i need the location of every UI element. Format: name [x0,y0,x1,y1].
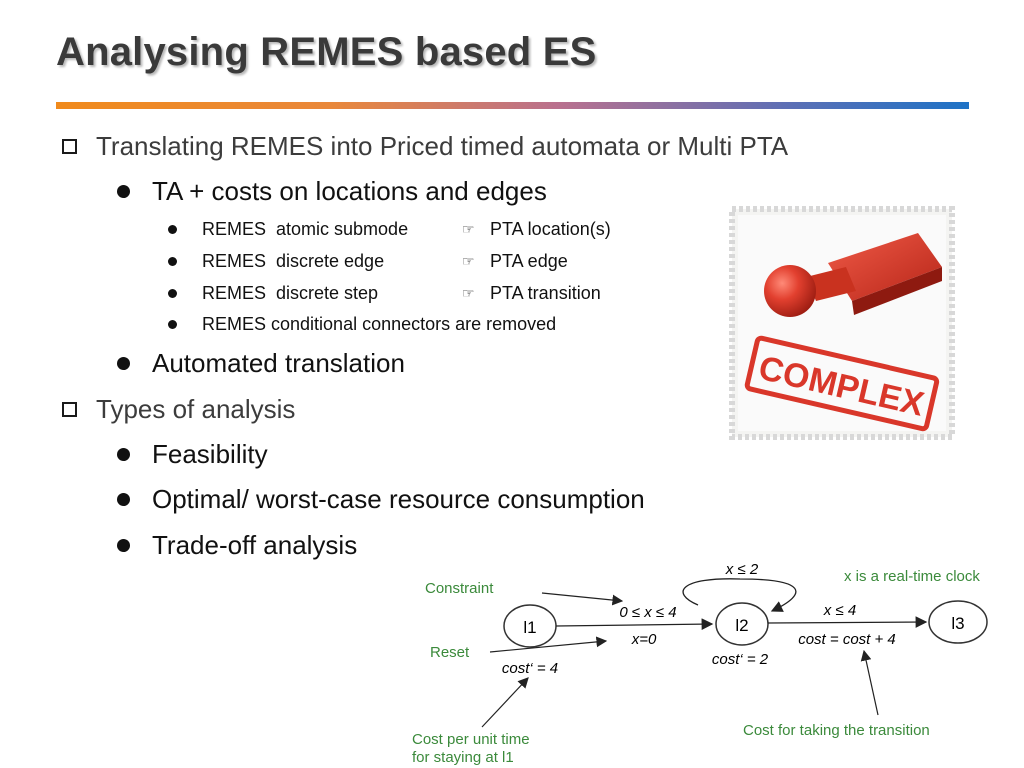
reset-l1-l2: x=0 [631,631,657,648]
annotation-clock: x is a real-time clock [844,568,980,585]
annotation-constraint: Constraint [425,580,494,597]
small-bullet-icon [168,288,177,298]
complex-stamp-image: COMPLEX [729,206,955,440]
bullet-text: REMES conditional connectors are removed [202,313,557,334]
mapping-source: REMES discrete edge [202,250,385,271]
small-bullet-icon [168,256,177,266]
mapping-row: REMES discrete step ☞ PTA transition [168,281,601,305]
mapping-row: REMES discrete edge ☞ PTA edge [168,249,568,273]
checkbox-bullet-icon [62,139,77,154]
bullet-feasibility: Feasibility [117,439,268,470]
bullet-types: Types of analysis [62,394,295,425]
bullet-conditional: REMES conditional connectors are removed [168,312,556,336]
constraint-arrow [541,592,624,606]
cost-transition-arrow [860,649,879,716]
guard-l2-l3: x ≤ 4 [823,602,856,619]
state-l3 [928,600,988,644]
bullet-text: Automated translation [152,348,405,378]
pointing-hand-icon: ☞ [462,220,475,237]
stamp-knob [764,265,816,317]
small-bullet-icon [168,224,177,234]
edge-l1-l2 [555,618,714,630]
pointing-hand-icon: ☞ [462,252,475,269]
mapping-target: PTA transition [490,282,601,303]
state-l2-label: l2 [735,616,748,635]
checkbox-bullet-icon [62,402,77,417]
mapping-source: REMES atomic submode [202,218,409,239]
bullet-text: Feasibility [152,439,268,469]
bullet-automated: Automated translation [117,348,405,379]
rate-l2: cost‘ = 2 [712,651,769,668]
title-underline [56,102,969,109]
bullet-text: Trade-off analysis [152,530,358,560]
self-loop-l2 [682,578,797,612]
reset-arrow [489,636,608,653]
mapping-source: REMES discrete step [202,282,379,303]
mapping-row: REMES atomic submode ☞ PTA location(s) [168,217,611,241]
pta-diagram: l1 l2 l3 0 ≤ x ≤ 4 x=0 x ≤ 2 x ≤ 4 cost … [412,561,988,766]
update-l2-l3: cost = cost + 4 [798,631,896,648]
bullet-ta-costs: TA + costs on locations and edges [117,176,547,207]
round-bullet-icon [117,448,130,461]
mapping-target: PTA edge [490,250,568,271]
round-bullet-icon [117,357,130,370]
pointing-hand-icon: ☞ [462,284,475,301]
bullet-translating: Translating REMES into Priced timed auto… [62,131,788,162]
small-bullet-icon [168,319,177,329]
annotation-cost-transition: Cost for taking the transition [743,722,930,739]
state-l3-label: l3 [951,614,964,633]
round-bullet-icon [117,185,130,198]
bullet-tradeoff: Trade-off analysis [117,530,357,561]
bullet-text: TA + costs on locations and edges [152,176,547,206]
round-bullet-icon [117,493,130,506]
bullet-text: Translating REMES into Priced timed auto… [96,131,789,161]
round-bullet-icon [117,539,130,552]
guard-l1-l2: 0 ≤ x ≤ 4 [619,604,676,621]
bullet-text: Types of analysis [96,394,296,424]
rate-l1: cost‘ = 4 [502,660,558,677]
guard-self-loop: x ≤ 2 [725,561,759,578]
bullet-text: Optimal/ worst-case resource consumption [152,484,645,514]
edge-l2-l3 [767,616,928,628]
state-l1-label: l1 [523,618,536,637]
cost-per-unit-arrow [481,677,529,728]
state-l2 [715,602,769,646]
slide-title: Analysing REMES based ES [56,30,597,74]
annotation-cost-per-unit-1: Cost per unit time [412,731,530,748]
mapping-target: PTA location(s) [490,218,611,239]
bullet-optimal: Optimal/ worst-case resource consumption [117,484,645,515]
annotation-cost-per-unit-2: for staying at l1 [412,749,514,766]
annotation-reset: Reset [430,644,470,661]
